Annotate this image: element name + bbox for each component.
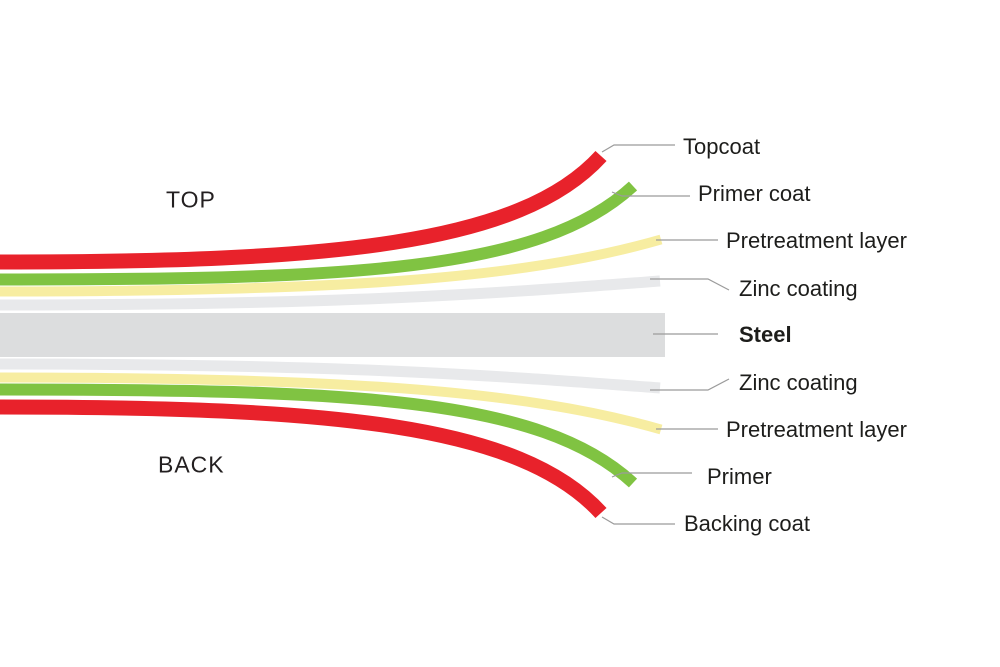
primer-coat-band: [0, 181, 638, 286]
leader-line-topcoat: [601, 144, 675, 153]
label-primer-coat: Primer coat: [698, 181, 811, 206]
leader-line-primer: [611, 472, 692, 478]
leader-line-zinc-top: [650, 278, 730, 291]
zinc-coating-back-band: [0, 358, 661, 394]
pretreatment-layer-top-band: [0, 234, 663, 297]
steel-band: [0, 313, 665, 357]
topcoat-band: [0, 150, 607, 270]
label-backing-coat: Backing coat: [684, 511, 810, 536]
leader-line-primer-coat: [611, 191, 690, 197]
label-zinc-coating-top: Zinc coating: [739, 276, 858, 301]
top-section-label: TOP: [166, 186, 216, 213]
zinc-coating-top-band: [0, 275, 661, 311]
pretreatment-layer-back-band: [0, 372, 663, 435]
label-pretreatment-layer-back: Pretreatment layer: [726, 417, 907, 442]
primer-band: [0, 383, 638, 488]
back-section-label: BACK: [158, 451, 225, 478]
leader-line-backing-coat: [601, 516, 675, 525]
backing-coat-band: [0, 399, 607, 519]
leader-line-zinc-back: [650, 378, 730, 391]
label-primer: Primer: [707, 464, 772, 489]
label-pretreatment-layer-top: Pretreatment layer: [726, 228, 907, 253]
label-topcoat: Topcoat: [683, 134, 761, 159]
label-zinc-coating-back: Zinc coating: [739, 370, 858, 395]
label-steel: Steel: [739, 322, 792, 347]
